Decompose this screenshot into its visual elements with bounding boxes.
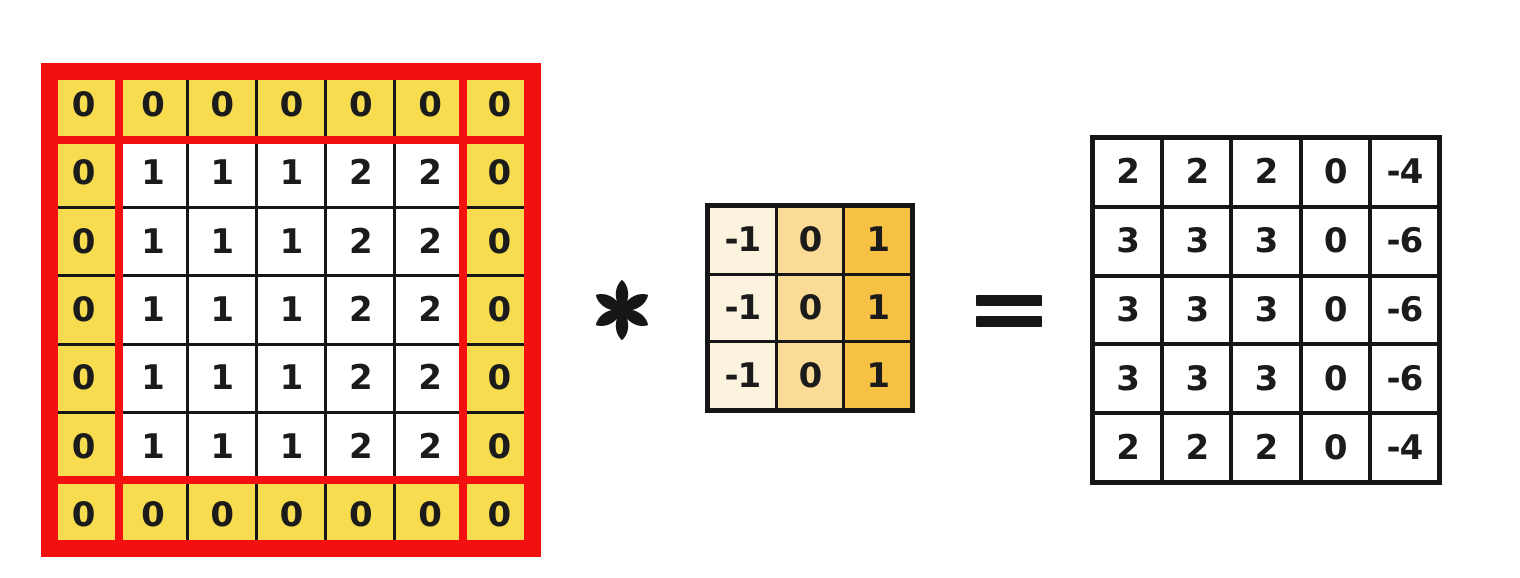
matrix-cell: 1 xyxy=(188,414,255,480)
matrix-cell: 0 xyxy=(50,345,117,412)
matrix-cell: 2 xyxy=(396,414,463,480)
matrix-cell: -1 xyxy=(710,343,775,408)
matrix-cell: 0 xyxy=(1302,208,1368,274)
matrix-cell: -6 xyxy=(1371,346,1437,412)
matrix-cell: 1 xyxy=(119,208,186,275)
matrix-cell: 0 xyxy=(50,414,117,480)
matrix-cell: 2 xyxy=(327,208,394,275)
matrix-cell: 0 xyxy=(465,414,532,480)
matrix-cell: 2 xyxy=(1095,140,1161,205)
matrix-cell: -6 xyxy=(1371,208,1437,274)
matrix-cell: 0 xyxy=(465,277,532,343)
matrix-cell: 2 xyxy=(396,140,463,206)
matrix-cell: 1 xyxy=(257,208,325,275)
matrix-cell: 0 xyxy=(257,482,325,548)
matrix-cell: 2 xyxy=(1164,140,1230,205)
matrix-cell: 0 xyxy=(465,482,532,548)
matrix-cell: 0 xyxy=(50,140,117,206)
matrix-cell: 1 xyxy=(845,208,910,273)
equals-bar-bottom xyxy=(976,316,1042,327)
equals-operator-icon xyxy=(976,295,1042,327)
matrix-cell: 3 xyxy=(1164,346,1230,412)
matrix-cell: 3 xyxy=(1164,277,1230,343)
matrix-cell: 0 xyxy=(777,208,843,273)
matrix-cell: 0 xyxy=(1302,415,1368,480)
matrix-cell: 2 xyxy=(327,414,394,480)
matrix-cell: 2 xyxy=(396,345,463,412)
matrix-cell: 1 xyxy=(257,345,325,412)
matrix-cell: -6 xyxy=(1371,277,1437,343)
asterisk-icon xyxy=(595,279,649,341)
matrix-cell: 3 xyxy=(1233,346,1299,412)
matrix-cell: 1 xyxy=(188,345,255,412)
matrix-cell: 0 xyxy=(188,72,255,138)
matrix-cell: 2 xyxy=(1095,415,1161,480)
matrix-cell: 2 xyxy=(396,277,463,343)
matrix-cell: 3 xyxy=(1095,346,1161,412)
matrix-cell: 3 xyxy=(1164,208,1230,274)
matrix-cell: 2 xyxy=(327,345,394,412)
matrix-cell: 1 xyxy=(845,343,910,408)
matrix-cell: 1 xyxy=(188,208,255,275)
matrix-cell: 1 xyxy=(845,275,910,341)
matrix-cell: 0 xyxy=(327,482,394,548)
convolution-operator-icon xyxy=(589,275,655,345)
matrix-cell: 3 xyxy=(1095,277,1161,343)
matrix-cell: 0 xyxy=(396,72,463,138)
matrix-cell: 2 xyxy=(1233,140,1299,205)
matrix-cell: 0 xyxy=(1302,346,1368,412)
matrix-cell: 0 xyxy=(465,140,532,206)
matrix-cell: 1 xyxy=(257,277,325,343)
matrix-cell: 0 xyxy=(777,275,843,341)
matrix-cell: 0 xyxy=(396,482,463,548)
equals-bar-top xyxy=(976,295,1042,306)
matrix-cell: 2 xyxy=(327,277,394,343)
matrix-cell: 0 xyxy=(50,208,117,275)
matrix-cell: 0 xyxy=(465,208,532,275)
matrix-cell: 0 xyxy=(188,482,255,548)
matrix-cell: 0 xyxy=(257,72,325,138)
matrix-cell: 3 xyxy=(1233,208,1299,274)
matrix-cell: 0 xyxy=(50,482,117,548)
matrix-cell: 0 xyxy=(119,482,186,548)
matrix-cell: 0 xyxy=(50,72,117,138)
matrix-cell: 0 xyxy=(119,72,186,138)
matrix-cell: 1 xyxy=(119,277,186,343)
matrix-cell: -4 xyxy=(1371,415,1437,480)
matrix-cell: 1 xyxy=(188,277,255,343)
matrix-cell: 1 xyxy=(188,140,255,206)
matrix-cell: 1 xyxy=(119,345,186,412)
matrix-cell: 1 xyxy=(257,414,325,480)
matrix-cell: 1 xyxy=(119,414,186,480)
matrix-cell: -4 xyxy=(1371,140,1437,205)
matrix-cell: -1 xyxy=(710,275,775,341)
matrix-cell: 0 xyxy=(1302,277,1368,343)
matrix-cell: 2 xyxy=(327,140,394,206)
matrix-cell: 1 xyxy=(257,140,325,206)
matrix-cell: 2 xyxy=(1233,415,1299,480)
matrix-cell: 3 xyxy=(1095,208,1161,274)
matrix-cell: 0 xyxy=(465,345,532,412)
matrix-cell: 0 xyxy=(1302,140,1368,205)
matrix-cell: 0 xyxy=(465,72,532,138)
matrix-cell: 0 xyxy=(327,72,394,138)
matrix-cell: 0 xyxy=(777,343,843,408)
matrix-cell: 1 xyxy=(119,140,186,206)
matrix-cell: -1 xyxy=(710,208,775,273)
matrix-cell: 3 xyxy=(1233,277,1299,343)
matrix-cell: 2 xyxy=(396,208,463,275)
matrix-cell: 2 xyxy=(1164,415,1230,480)
matrix-cell: 0 xyxy=(50,277,117,343)
